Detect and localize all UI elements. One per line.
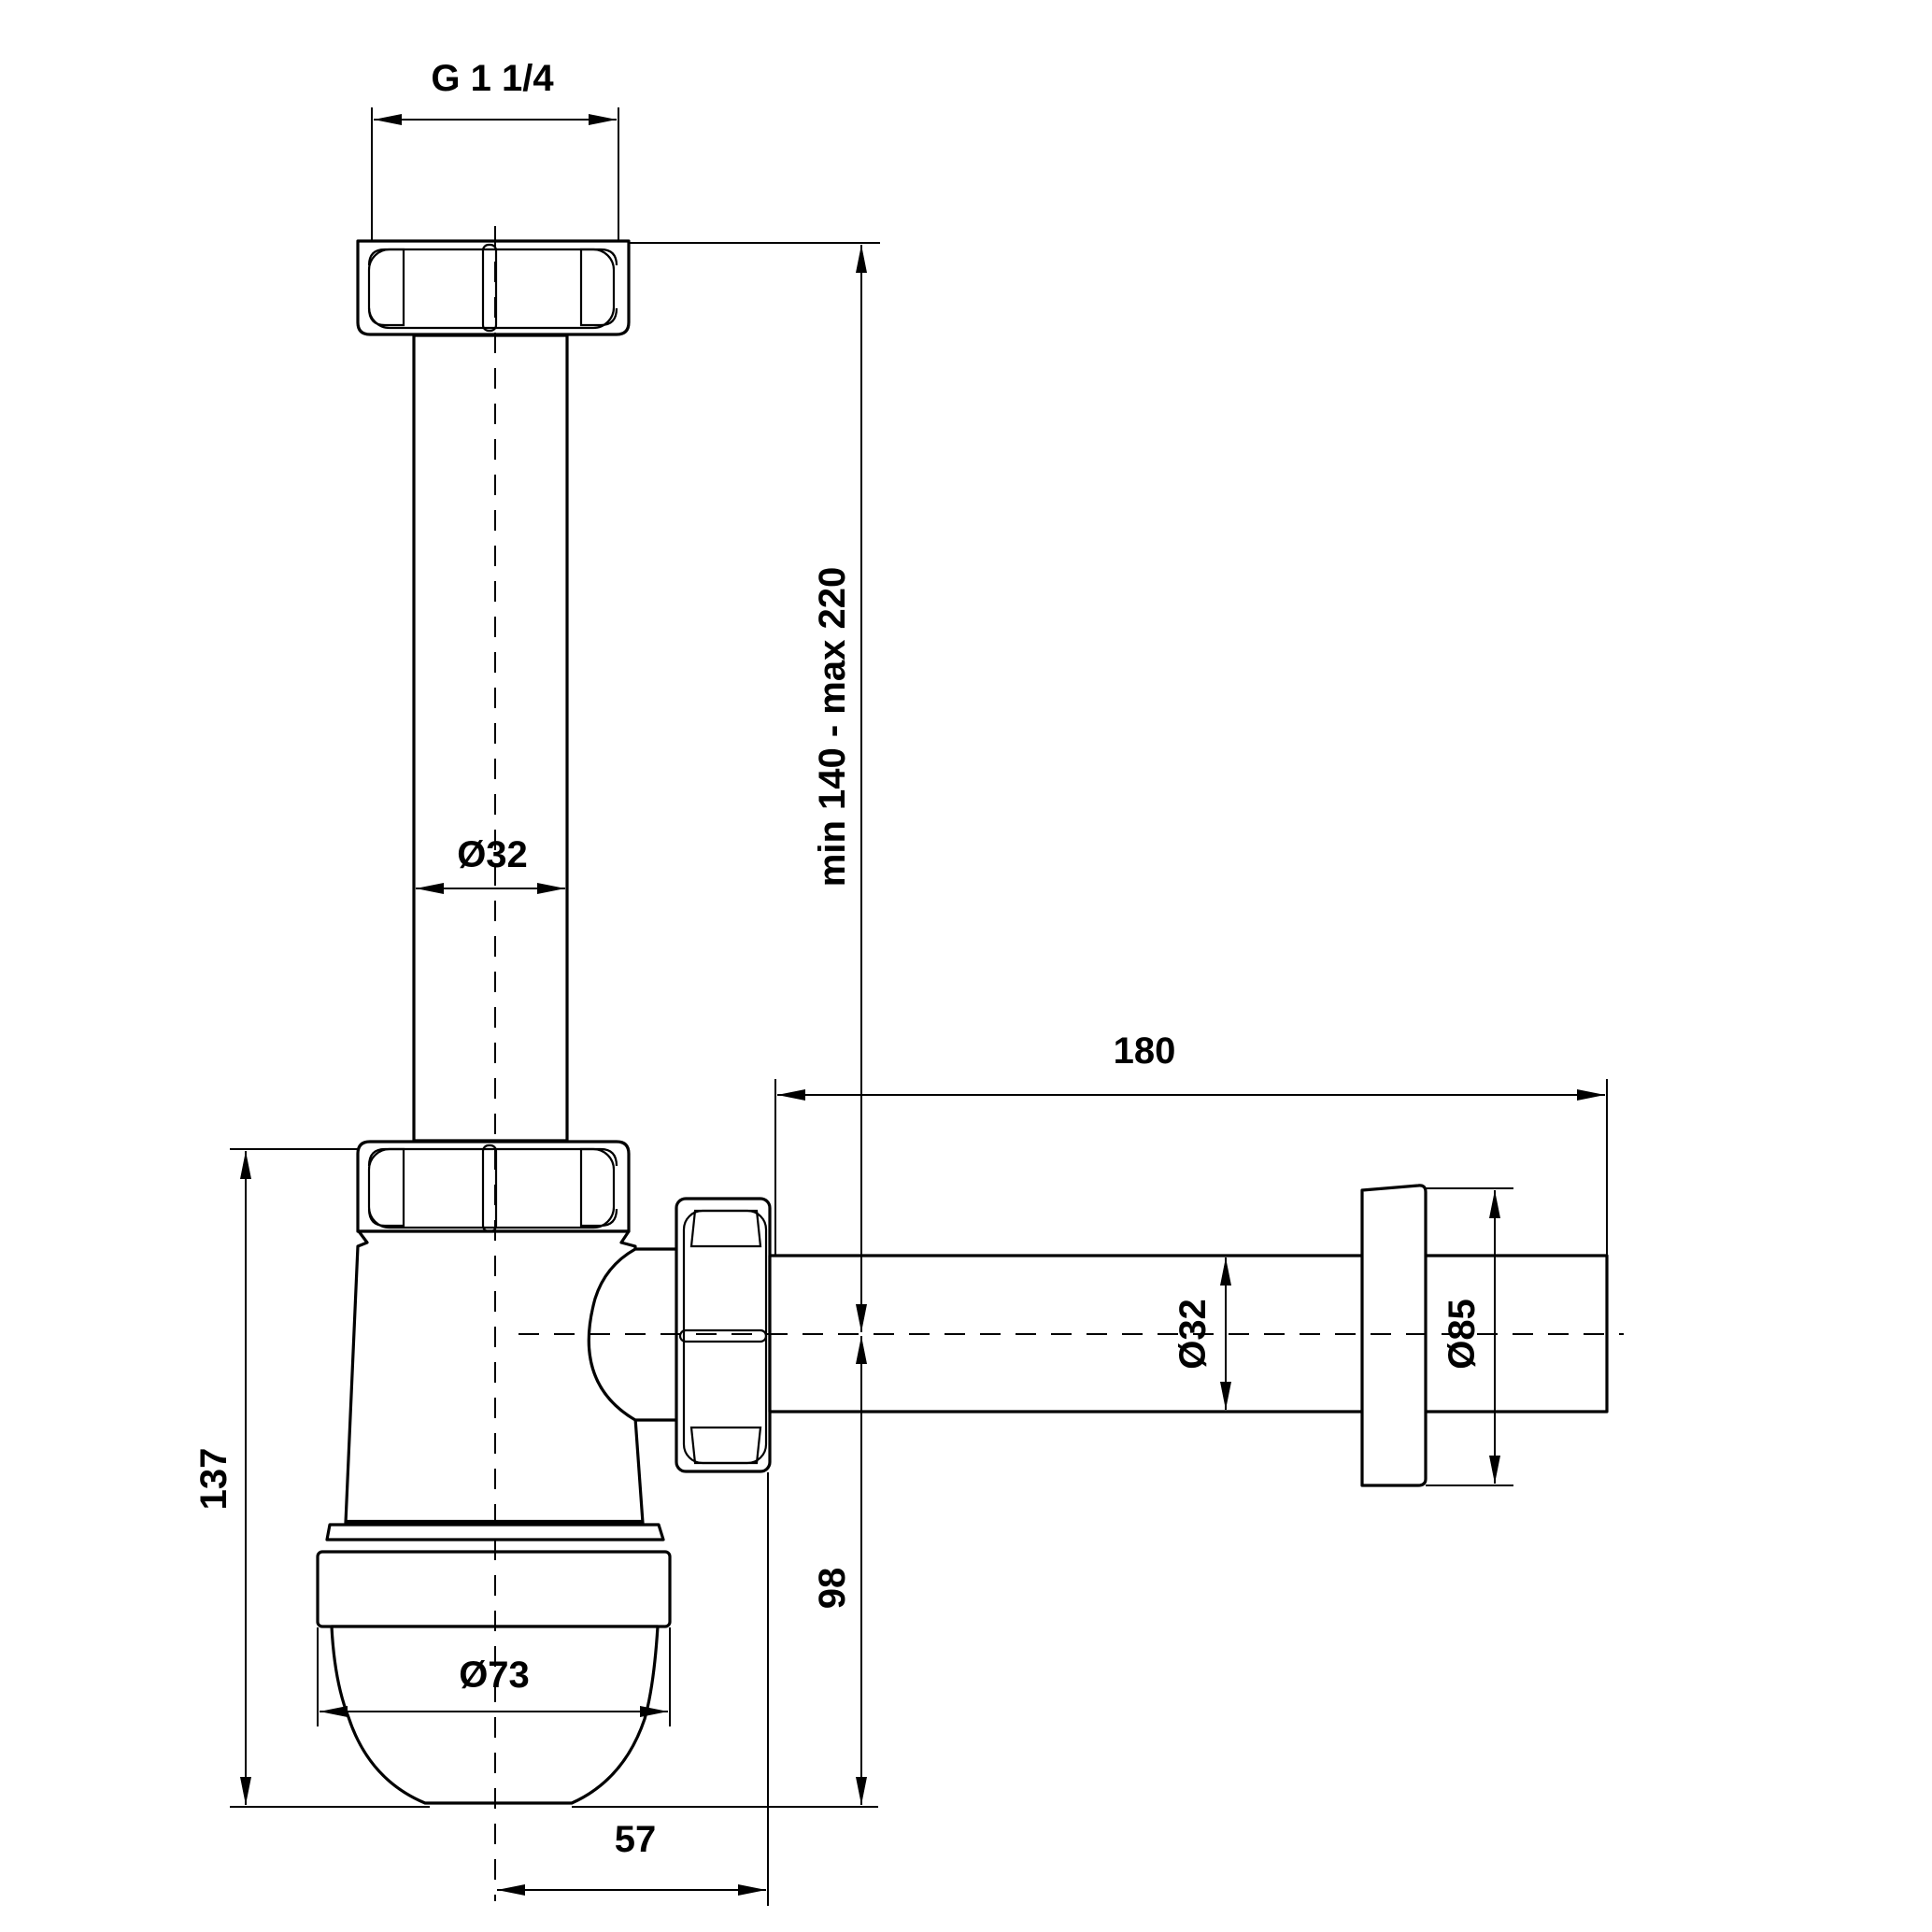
outlet-union-nut: [675, 1197, 772, 1473]
dim-outlet-offset: 57: [497, 1472, 769, 1906]
label-total-height: 137: [193, 1448, 234, 1511]
label-vertical-pipe-diameter: Ø32: [457, 834, 528, 875]
siphon-collar: [325, 1523, 665, 1541]
label-outlet-length: 180: [1114, 1030, 1176, 1072]
wall-flange: [1360, 1184, 1428, 1487]
cup-ring: [316, 1550, 672, 1628]
label-outlet-height: 98: [812, 1568, 853, 1610]
label-wall-flange-diameter: Ø85: [1442, 1299, 1483, 1370]
label-outlet-offset: 57: [615, 1819, 657, 1860]
dim-vertical-pipe-diameter: Ø32: [416, 834, 565, 894]
label-inlet-thread: G 1 1/4: [431, 58, 554, 99]
dim-wall-flange-diameter: Ø85: [1426, 1187, 1513, 1486]
lower-union-nut: [356, 1140, 631, 1233]
vertical-pipe: [412, 334, 569, 1143]
top-union-nut: [356, 239, 631, 336]
dim-inlet-thread: G 1 1/4: [371, 58, 619, 241]
label-pipe-height: min 140 - max 220: [812, 567, 853, 887]
label-cup-diameter: Ø73: [459, 1655, 530, 1696]
dim-total-height: 137: [193, 1148, 430, 1808]
dim-outlet-length: 180: [774, 1030, 1608, 1256]
label-outlet-pipe-diameter: Ø32: [1172, 1299, 1214, 1370]
dim-cup-diameter: Ø73: [317, 1627, 671, 1726]
dim-outlet-pipe-diameter: Ø32: [1172, 1257, 1231, 1410]
dim-pipe-height: min 140 - max 220: [629, 242, 880, 1332]
dim-outlet-height: 98: [572, 1336, 878, 1808]
